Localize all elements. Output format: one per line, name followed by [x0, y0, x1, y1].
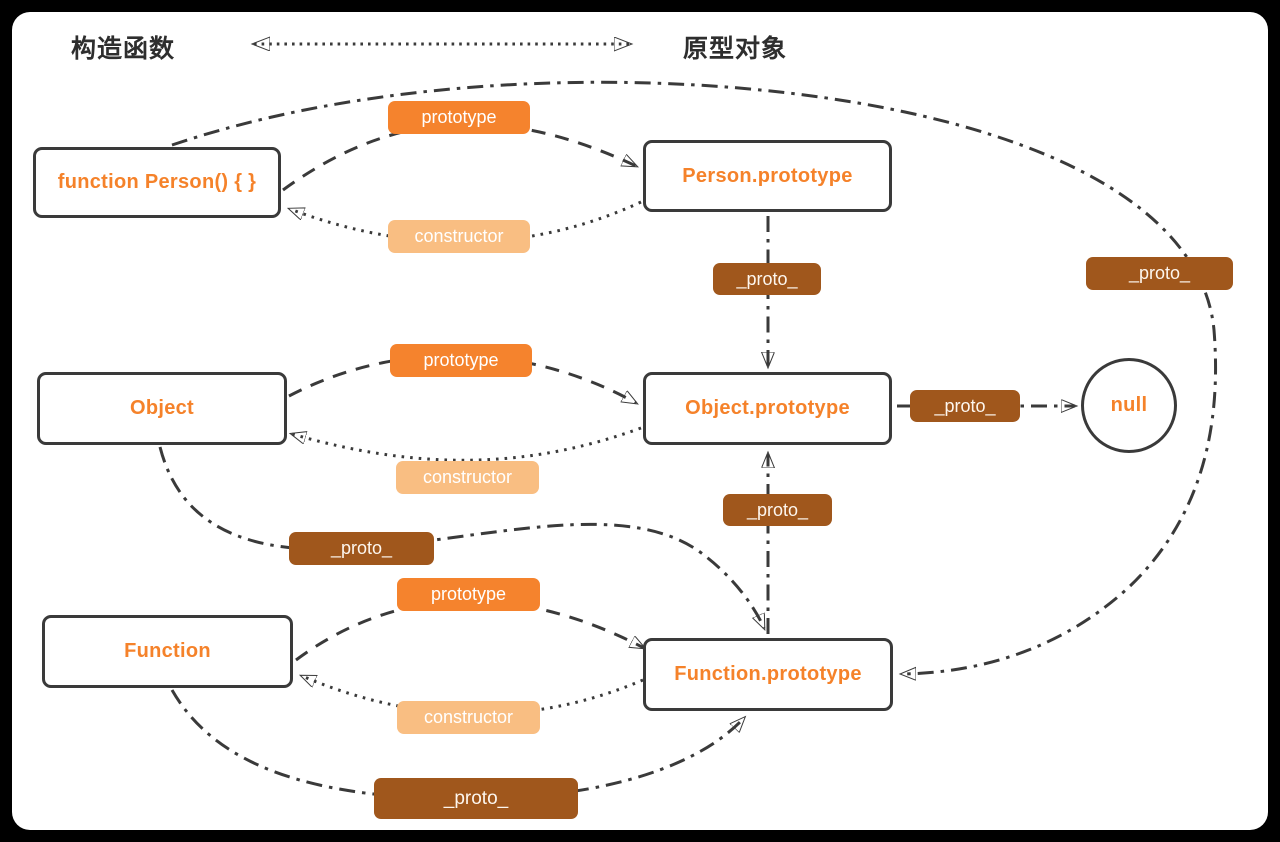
label-proto-personprototype: _proto_ — [713, 263, 821, 295]
node-function: Function — [42, 615, 293, 688]
node-null: null — [1081, 358, 1177, 453]
edge-functionprototype-constructor — [302, 674, 644, 716]
node-object: Object — [37, 372, 287, 445]
label-constructor-object: constructor — [396, 461, 539, 494]
label-proto-functionprototype: _proto_ — [723, 494, 832, 526]
node-function-prototype: Function.prototype — [643, 638, 893, 711]
node-person-prototype: Person.prototype — [643, 140, 892, 212]
edge-personprototype-constructor — [290, 200, 642, 244]
label-constructor-function: constructor — [397, 701, 540, 734]
header-prototype-object-label: 原型对象 — [683, 35, 788, 63]
label-proto-function: _proto_ — [374, 778, 578, 819]
label-proto-object: _proto_ — [289, 532, 434, 565]
label-prototype-function: prototype — [397, 578, 540, 611]
header-constructor-label: 构造函数 — [71, 35, 176, 63]
node-function-person: function Person() { } — [33, 147, 281, 218]
label-prototype-object: prototype — [390, 344, 532, 377]
edge-person-proto-arc — [171, 80, 1218, 674]
label-constructor-person: constructor — [388, 220, 530, 253]
edge-objectprototype-constructor — [292, 426, 642, 462]
label-prototype-person: prototype — [388, 101, 530, 134]
label-proto-person-arc: _proto_ — [1086, 257, 1233, 290]
edge-object-proto — [158, 446, 766, 628]
label-proto-objectprototype-null: _proto_ — [910, 390, 1020, 422]
node-object-prototype: Object.prototype — [643, 372, 892, 445]
